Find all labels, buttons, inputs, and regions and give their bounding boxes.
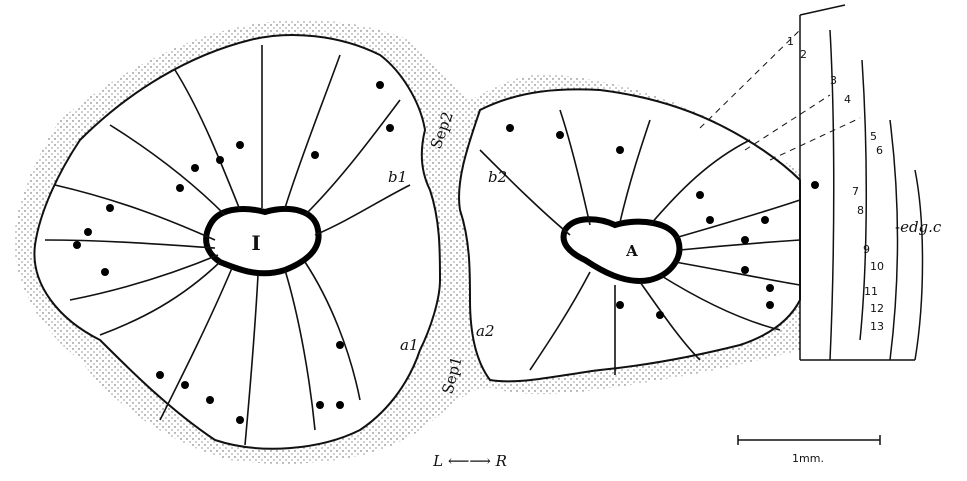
band-number: 8 (857, 204, 864, 217)
band-number: 5 (870, 130, 877, 143)
band-number: 7 (852, 185, 859, 198)
left-center-label: I (251, 231, 260, 255)
band-number: 13 (870, 320, 884, 333)
band-number: 12 (870, 302, 884, 315)
band-number: 4 (844, 93, 851, 106)
scale-bar-label: 1mm. (792, 452, 824, 465)
band-number: 9 (863, 243, 870, 256)
band-number: 3 (830, 74, 837, 87)
right-center-label: A (625, 242, 638, 260)
band-numbers: 1 2 3 4 5 6 7 8 9 10 11 12 13 (787, 35, 884, 333)
orientation-label: L ⟵⟶ R (432, 452, 507, 470)
band-number: 6 (876, 144, 883, 157)
label-a1: a1 (400, 336, 419, 354)
band-number: 10 (870, 260, 884, 273)
band-number: 1 (787, 35, 794, 48)
band-number: 11 (864, 285, 878, 298)
label-edge: -edg.c (895, 218, 942, 236)
growth-bands (800, 5, 923, 360)
band-number: 2 (800, 48, 807, 61)
label-b1: b1 (388, 168, 407, 186)
label-b2: b2 (488, 168, 507, 186)
label-a2: a2 (476, 322, 495, 340)
left-center-mass (206, 209, 318, 273)
scale-bar (738, 435, 880, 445)
